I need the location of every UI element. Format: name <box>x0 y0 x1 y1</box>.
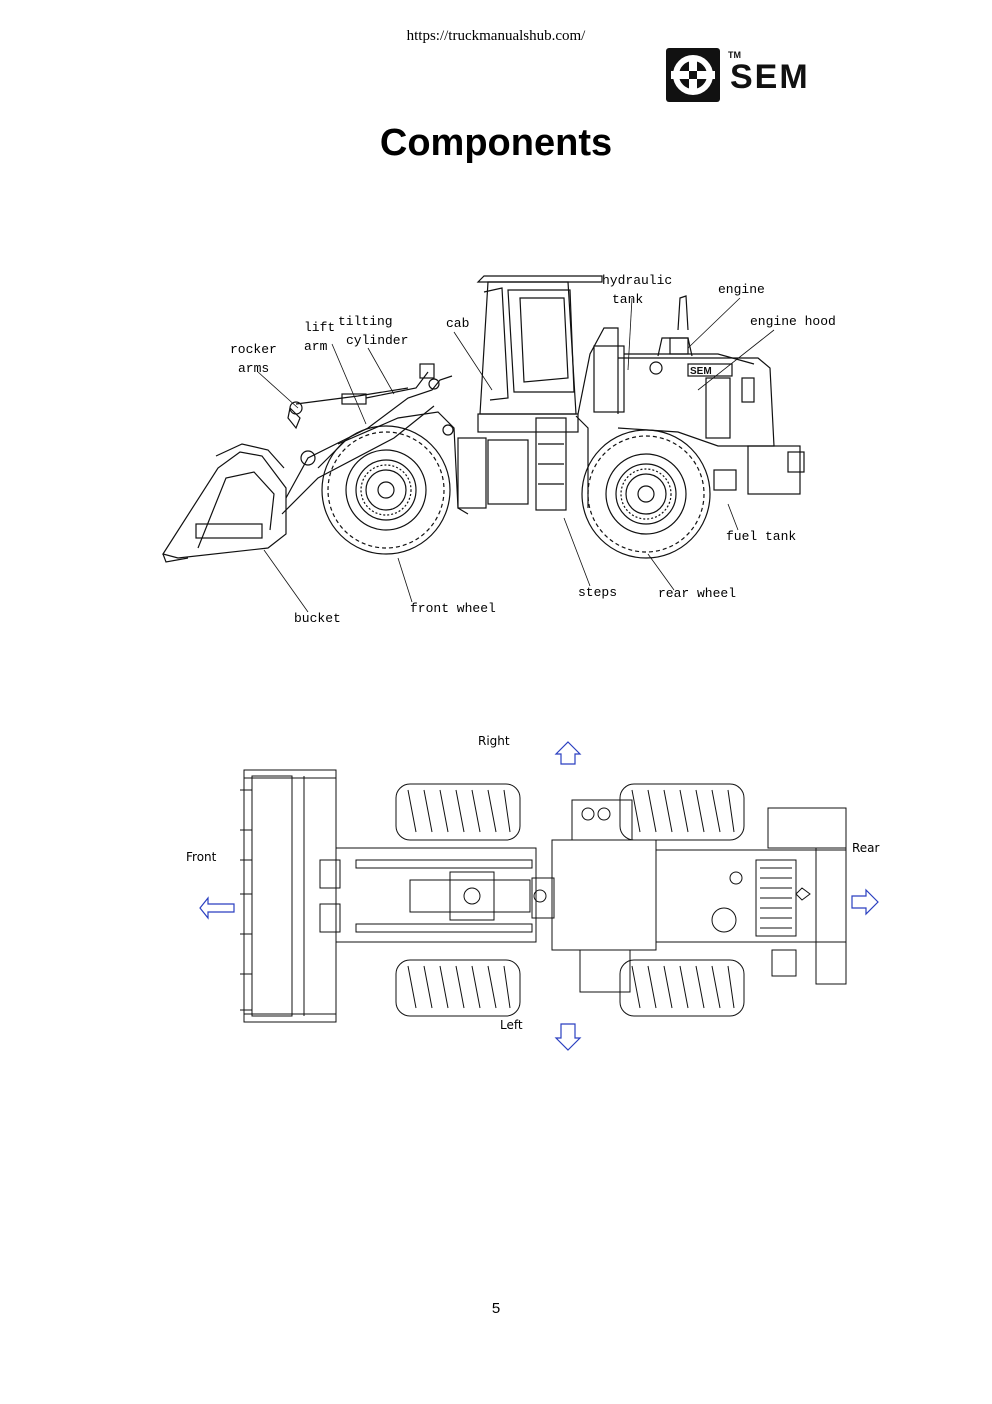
label-right: Right <box>478 734 510 748</box>
linkage-shape <box>281 363 453 515</box>
rear-arrow-icon <box>851 888 879 916</box>
label-lift-2: arm <box>304 339 328 354</box>
middle-section <box>457 415 589 511</box>
loader-side-drawing: SEM <box>162 275 805 613</box>
label-tilting-2: cylinder <box>346 333 409 348</box>
label-lift-1: lift <box>304 320 336 335</box>
leader-lines <box>257 297 775 613</box>
top-front-wheels <box>395 783 521 1017</box>
top-boom <box>319 847 537 943</box>
label-engine: engine <box>718 282 765 297</box>
label-hydraulic-1: hydraulic <box>602 273 673 288</box>
label-rocker-1: rocker <box>230 342 277 357</box>
page-title: Components <box>379 122 613 164</box>
direction-arrows <box>199 741 879 1051</box>
logo-text: SEM <box>730 58 810 96</box>
label-tilting-1: tilting <box>338 314 393 329</box>
logo-tm: TM <box>728 50 741 60</box>
bucket-shape <box>162 443 287 563</box>
label-hydraulic-2: tank <box>612 292 644 307</box>
label-bucket: bucket <box>294 611 341 626</box>
front-frame <box>317 411 469 515</box>
sem-logo-mark: TM SEM <box>666 48 810 102</box>
rear-wheel-shape <box>581 429 711 559</box>
page-number: 5 <box>491 1300 501 1317</box>
top-view-diagram: Right Left Front Rear <box>180 728 890 1058</box>
loader-top-drawing <box>199 741 879 1051</box>
label-left: Left <box>500 1018 523 1032</box>
label-rear-wheel: rear wheel <box>658 586 737 601</box>
label-engine-hood: engine hood <box>750 314 836 329</box>
top-bucket <box>240 769 337 1023</box>
side-view-diagram: SEM hydraulic tank engine engine hood li… <box>158 268 848 638</box>
left-arrow-icon <box>554 1023 582 1051</box>
label-fuel-tank: fuel tank <box>726 529 797 544</box>
label-cab: cab <box>446 316 470 331</box>
hood-brand-text: SEM <box>690 366 712 377</box>
label-rocker-2: arms <box>238 361 270 376</box>
header-url[interactable]: https://truckmanualshub.com/ <box>406 28 586 44</box>
label-front-wheel: front wheel <box>410 601 496 616</box>
right-arrow-icon <box>554 741 582 765</box>
label-rear: Rear <box>852 841 880 855</box>
sem-logo: TM SEM <box>664 44 834 104</box>
front-wheel-shape <box>321 425 451 555</box>
front-arrow-icon <box>199 896 235 920</box>
label-steps: steps <box>578 585 618 600</box>
rear-body: SEM <box>577 295 805 495</box>
label-front: Front <box>186 850 217 864</box>
top-rear-wheels <box>619 783 745 1017</box>
top-rear-frame <box>531 799 847 993</box>
cab-shape <box>476 275 603 433</box>
